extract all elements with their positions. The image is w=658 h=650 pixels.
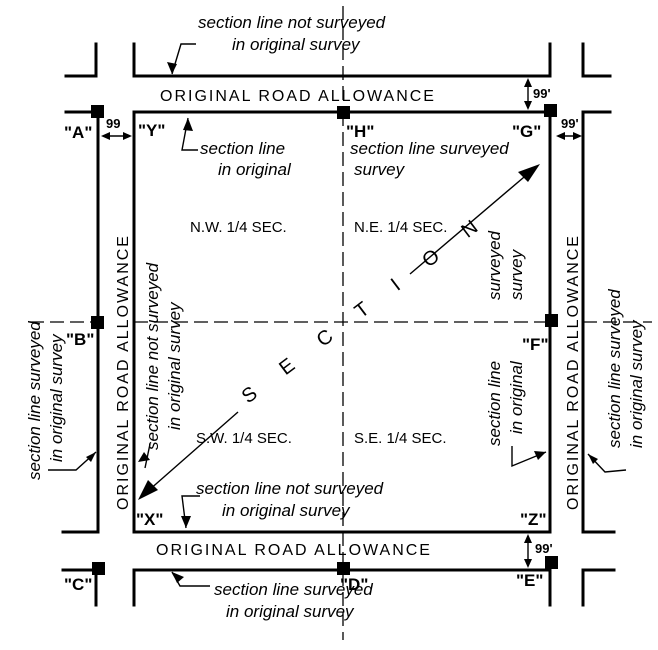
quarter-ne-label: N.E. 1/4 SEC. bbox=[354, 219, 447, 236]
monument-g bbox=[544, 104, 557, 117]
monument-c-label: "C" bbox=[64, 575, 92, 594]
arrowhead-bottom-note bbox=[172, 572, 184, 583]
monument-y-label: "Y" bbox=[138, 121, 165, 140]
note-inner-top-line1: section line bbox=[200, 139, 285, 158]
monument-x-label: "X" bbox=[136, 510, 163, 529]
arrowhead-inner-right-note bbox=[534, 451, 546, 460]
note-right-line2: in original survey bbox=[627, 319, 646, 448]
section-arrow-line-lower bbox=[139, 411, 239, 499]
monument-h-label: "H" bbox=[346, 122, 374, 141]
monument-d-label: "D" bbox=[340, 575, 368, 594]
road-label-right: ORIGINAL ROAD ALLOWANCE bbox=[565, 234, 582, 510]
note-inner-left-line2: in original survey bbox=[165, 301, 184, 430]
arrowhead-inner-bottom-note bbox=[181, 516, 191, 528]
arrowhead-right-note bbox=[588, 454, 598, 464]
note-top-line1: section line not surveyed bbox=[198, 13, 386, 32]
leader-inner-right-note bbox=[511, 446, 547, 468]
dim-arrows-bottom-right bbox=[524, 534, 532, 568]
note-left-line2: in original survey bbox=[47, 333, 66, 462]
dim-bottom-right: 99' bbox=[535, 541, 553, 556]
section-diagonal bbox=[138, 164, 540, 500]
monument-f bbox=[545, 314, 558, 327]
road-label-left: ORIGINAL ROAD ALLOWANCE bbox=[115, 234, 132, 510]
arrowhead-inner-top-note bbox=[183, 118, 193, 131]
leader-inner-left-note bbox=[144, 443, 151, 469]
section-arrowhead-upper bbox=[518, 164, 540, 182]
road-label-bottom: ORIGINAL ROAD ALLOWANCE bbox=[156, 542, 432, 559]
dimension-marks bbox=[101, 78, 582, 568]
note-inner-right-line3: section line bbox=[485, 361, 504, 446]
monument-h bbox=[337, 106, 350, 119]
monument-b-label: "B" bbox=[66, 330, 94, 349]
dim-arrows-right bbox=[556, 132, 582, 140]
monument-c bbox=[92, 562, 105, 575]
corner-block-nw bbox=[64, 42, 98, 78]
note-inner-right-line2: survey bbox=[507, 248, 526, 300]
note-inner-left-line1: section line not surveyed bbox=[143, 262, 162, 450]
note-inner-right-line1: surveyed bbox=[485, 230, 504, 300]
arrowhead-inner-left-note bbox=[138, 452, 150, 462]
note-inner-top-line1b: section line surveyed bbox=[350, 139, 509, 158]
dim-arrows-left bbox=[101, 132, 132, 140]
quarter-nw-label: N.W. 1/4 SEC. bbox=[190, 219, 287, 236]
corner-block-ne bbox=[581, 42, 612, 78]
note-right-line1: section line surveyed bbox=[605, 289, 624, 448]
dim-right: 99' bbox=[561, 116, 579, 131]
dim-top-right: 99' bbox=[533, 86, 551, 101]
leader-inner-top-note bbox=[181, 117, 198, 151]
note-inner-bottom-line1: section line not surveyed bbox=[196, 479, 384, 498]
monument-a-label: "A" bbox=[64, 123, 92, 142]
monument-a bbox=[91, 105, 104, 118]
section-label: S E C T I O N bbox=[238, 208, 494, 408]
note-bottom-line1: section line surveyed bbox=[214, 580, 373, 599]
note-inner-bottom-line2: in original survey bbox=[222, 501, 351, 520]
leader-arrows bbox=[48, 43, 627, 587]
monuments bbox=[91, 104, 558, 575]
dim-arrows-top-right bbox=[524, 78, 532, 110]
note-left-line1: section line surveyed bbox=[25, 321, 44, 480]
road-allowance-top-north bbox=[132, 42, 552, 78]
arrowhead-left-note bbox=[86, 452, 96, 462]
monument-e bbox=[545, 556, 558, 569]
monument-d bbox=[337, 562, 350, 575]
leader-top-note bbox=[171, 43, 196, 75]
section-arrow-line-upper bbox=[409, 171, 531, 275]
monument-f-label: "F" bbox=[522, 335, 549, 354]
section-arrowhead-lower bbox=[138, 480, 158, 500]
note-top-line2: in original survey bbox=[232, 35, 361, 54]
note-bottom-line2: in original survey bbox=[226, 602, 355, 621]
monument-z-label: "Z" bbox=[520, 510, 547, 529]
corner-block-se bbox=[581, 568, 616, 607]
dim-left: 99 bbox=[106, 116, 120, 131]
arrowhead-top-note bbox=[167, 62, 177, 74]
quarter-sw-label: S.W. 1/4 SEC. bbox=[196, 430, 292, 447]
note-inner-top-line2b: survey bbox=[354, 160, 406, 179]
road-label-top: ORIGINAL ROAD ALLOWANCE bbox=[160, 88, 436, 105]
monument-e-label: "E" bbox=[516, 571, 543, 590]
quarter-se-label: S.E. 1/4 SEC. bbox=[354, 430, 447, 447]
monument-g-label: "G" bbox=[512, 122, 541, 141]
section-boundary bbox=[132, 110, 552, 534]
note-inner-right-line4: in original bbox=[507, 360, 526, 434]
monument-b bbox=[91, 316, 104, 329]
quarter-lines bbox=[30, 6, 652, 640]
note-inner-top-line2: in original bbox=[218, 160, 292, 179]
